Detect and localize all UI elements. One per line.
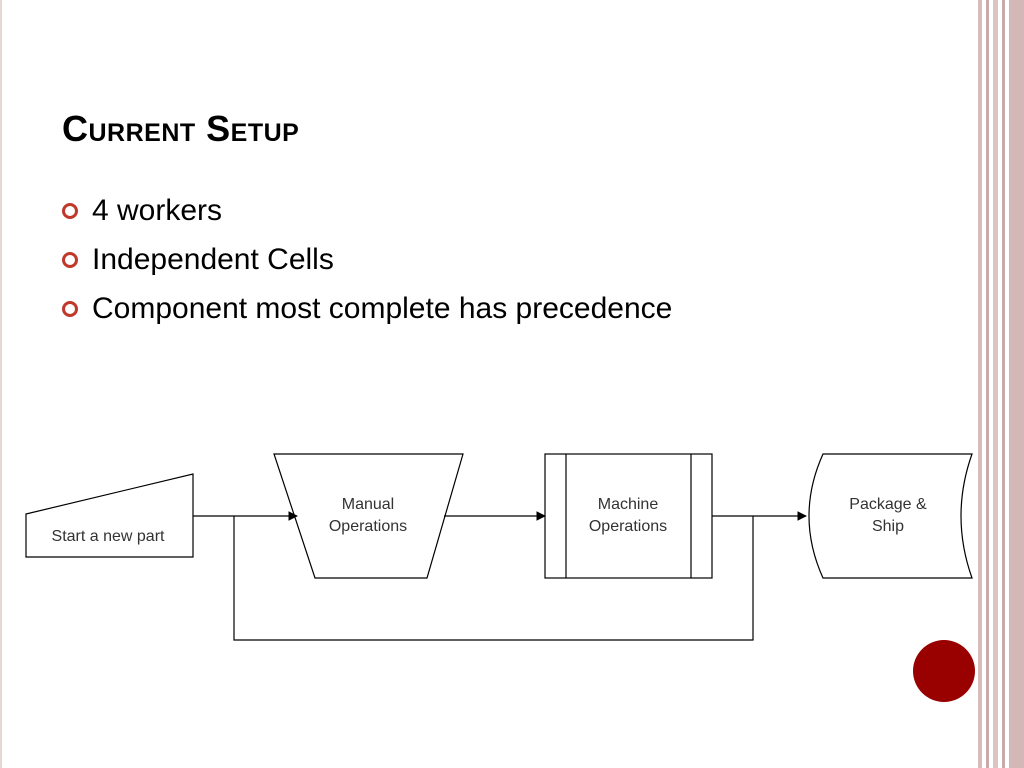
start-node-shape [25, 473, 194, 558]
package-ship-shape [808, 453, 973, 579]
feedback-loop-line [233, 516, 754, 641]
border-stripe [986, 0, 989, 768]
start-node-label: Start a new part [52, 528, 166, 545]
bullet-icon [62, 300, 78, 317]
package-ship-label-2: Ship [872, 518, 904, 535]
bullet-list: 4 workers Independent Cells Component mo… [62, 186, 672, 333]
bullet-text: Independent Cells [92, 242, 334, 276]
bullet-icon [62, 202, 78, 219]
manual-operations-shape [273, 453, 464, 579]
bullet-text: 4 workers [92, 193, 223, 227]
manual-operations-label-1: Manual [342, 496, 394, 513]
list-item: Component most complete has precedence [62, 284, 672, 333]
list-item: 4 workers [62, 186, 672, 235]
border-stripe [1009, 0, 1024, 768]
decorative-circle [913, 640, 975, 702]
list-item: Independent Cells [62, 235, 672, 284]
machine-operations-shape [544, 453, 713, 579]
package-ship-label-1: Package & [849, 496, 927, 513]
slide-title: Current Setup [62, 108, 300, 149]
bullet-icon [62, 251, 78, 268]
process-flow-diagram: Start a new part Manual Operations Machi… [25, 453, 973, 641]
machine-operations-label-1: Machine [598, 496, 659, 513]
bullet-text: Component most complete has precedence [92, 291, 673, 325]
manual-operations-label-2: Operations [329, 518, 407, 535]
border-stripe [993, 0, 998, 768]
border-stripe [0, 0, 2, 768]
border-stripe [1002, 0, 1005, 768]
machine-operations-label-2: Operations [589, 518, 667, 535]
border-stripe [978, 0, 982, 768]
